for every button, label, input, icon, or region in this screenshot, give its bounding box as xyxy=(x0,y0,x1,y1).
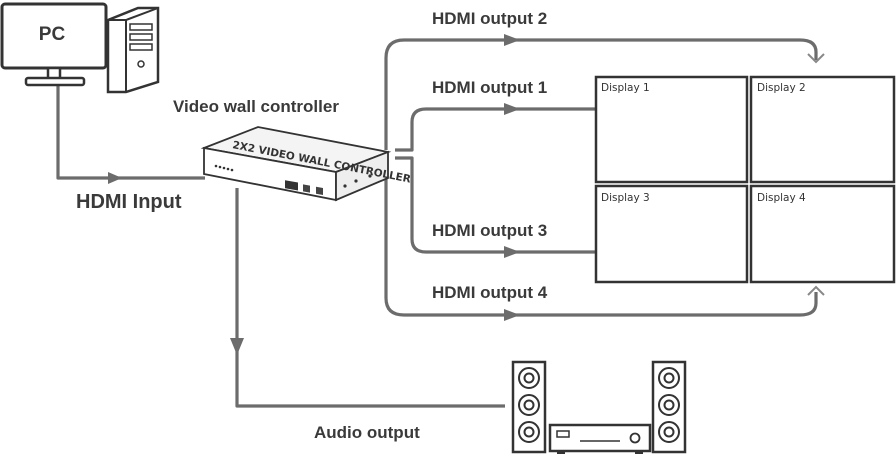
audio-output-label: Audio output xyxy=(314,423,420,442)
hdmi-output-2-wire xyxy=(384,38,818,150)
display-2-screen xyxy=(749,75,896,184)
display-1-screen xyxy=(594,75,749,184)
arrow-icon xyxy=(504,103,520,115)
hdmi-input-wire xyxy=(56,84,205,180)
pc-label: PC xyxy=(39,24,66,45)
hdmi-output-4-wire xyxy=(384,158,818,317)
hdmi-output-1-label: HDMI output 1 xyxy=(432,78,547,97)
pc-monitor-icon xyxy=(0,2,108,87)
hdmi-output-3-wire xyxy=(395,156,596,254)
video-wall-controller-device: 2X2 VIDEO WALL CONTROLLER xyxy=(200,126,412,202)
display-2-label: Display 2 xyxy=(757,82,806,94)
hdmi-input-label: HDMI Input xyxy=(76,191,182,213)
arrow-icon xyxy=(504,246,520,258)
right-speaker-icon xyxy=(651,360,687,454)
arrow-icon xyxy=(504,34,520,46)
chevron-up-icon xyxy=(807,285,825,296)
display-4-screen xyxy=(749,184,896,284)
display-3-screen xyxy=(594,184,749,284)
hdmi-output-4-label: HDMI output 4 xyxy=(432,283,548,302)
hdmi-output-2-label: HDMI output 2 xyxy=(432,9,547,28)
display-3-label: Display 3 xyxy=(601,192,650,204)
arrow-icon xyxy=(230,338,244,355)
arrow-icon xyxy=(504,309,520,321)
display-wall: Display 1 Display 2 Display 3 Display 4 xyxy=(594,75,896,284)
pc-tower-icon xyxy=(106,6,160,94)
controller-label: Video wall controller xyxy=(173,97,339,116)
amplifier-icon xyxy=(548,423,652,454)
display-1-label: Display 1 xyxy=(601,82,650,94)
left-speaker-icon xyxy=(511,360,547,454)
hdmi-output-3-label: HDMI output 3 xyxy=(432,221,547,240)
audio-output-wire xyxy=(235,188,505,408)
display-4-label: Display 4 xyxy=(757,192,806,204)
chevron-down-icon xyxy=(807,53,825,64)
hdmi-output-1-wire xyxy=(395,107,596,152)
arrow-icon xyxy=(108,172,122,184)
